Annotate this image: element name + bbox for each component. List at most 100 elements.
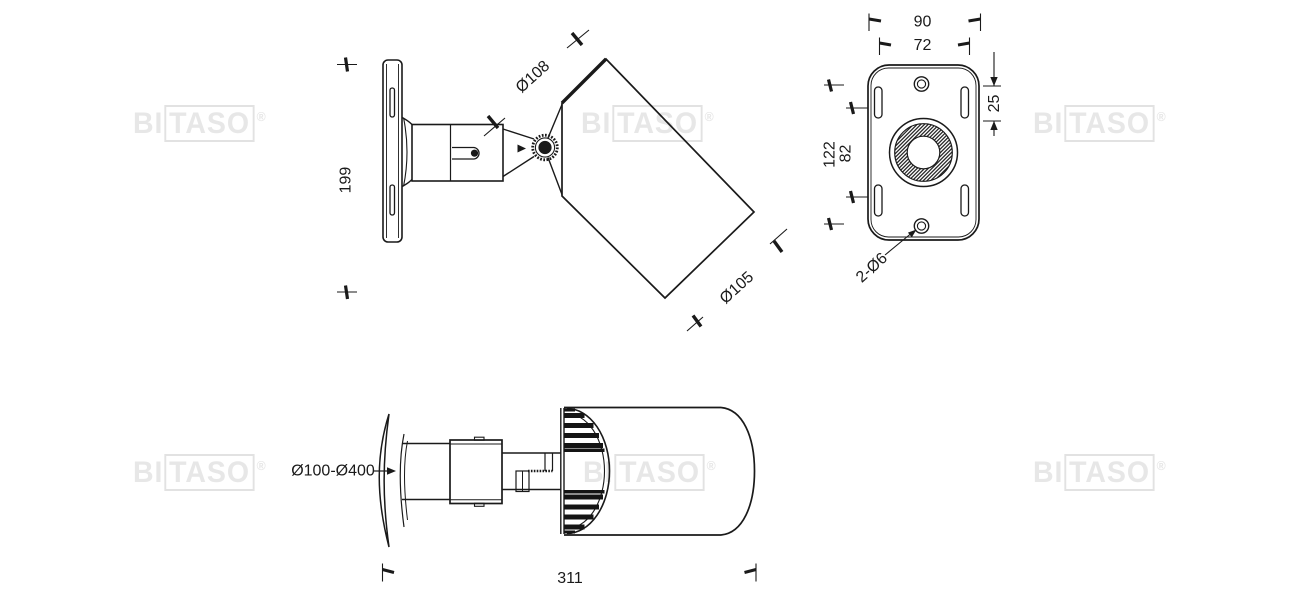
watermark-prefix: BI bbox=[583, 456, 614, 489]
lamp-head-thick-edge bbox=[560, 57, 608, 105]
dim-25-lines bbox=[983, 52, 1001, 136]
dim-label-inner-width: 72 bbox=[914, 37, 932, 54]
knuckle-arm bbox=[502, 128, 535, 178]
mount-cylinder bbox=[411, 123, 504, 182]
watermark-prefix: BI bbox=[133, 107, 164, 140]
back-plate-inner-edge bbox=[870, 67, 977, 238]
lamp-head-outline bbox=[561, 57, 756, 300]
dim-105-ticks bbox=[691, 240, 784, 328]
side-view: 199 Ø108 Ø105 bbox=[337, 29, 788, 332]
knob-center bbox=[541, 144, 549, 151]
dim-105-ext-lines bbox=[686, 228, 788, 332]
yoke-lines bbox=[547, 104, 563, 195]
heatsink-dome-inner bbox=[566, 412, 605, 530]
screw-hole-inner bbox=[916, 221, 927, 231]
back-plate-view: 90 72 25 122 82 2-Ø6 bbox=[822, 13, 1003, 286]
leader-arrow-icon bbox=[907, 229, 917, 238]
watermark-boxed: TASO bbox=[1064, 454, 1155, 491]
heatsink-back-edge bbox=[560, 408, 565, 534]
lamp-body-end-cap bbox=[720, 406, 756, 536]
registered-mark-icon: ® bbox=[256, 458, 266, 473]
dim-122-ext-lines bbox=[824, 84, 844, 225]
screw-hole bbox=[913, 76, 930, 92]
heatsink-fins bbox=[564, 408, 605, 534]
registered-mark-icon: ® bbox=[1156, 458, 1166, 473]
mount-slot bbox=[873, 184, 883, 217]
watermark-prefix: BI bbox=[133, 456, 164, 489]
clamp-box bbox=[449, 439, 503, 505]
knurled-ring bbox=[894, 123, 953, 182]
watermark-boxed: TASO bbox=[1064, 105, 1155, 142]
dim-label-outer-width: 90 bbox=[914, 14, 932, 31]
registered-mark-icon: ® bbox=[1156, 109, 1166, 124]
dim-label-mount-range: Ø100-Ø400 bbox=[291, 463, 375, 480]
pivot-block-lines bbox=[544, 453, 554, 471]
registered-mark-icon: ® bbox=[704, 109, 714, 124]
dim-label-inner-height: 82 bbox=[838, 145, 855, 163]
dim-199-ticks bbox=[343, 57, 350, 300]
plate-slot bbox=[389, 87, 396, 118]
dim-label-plate-height: 199 bbox=[338, 167, 355, 194]
dim-label-head-diameter: Ø108 bbox=[513, 58, 554, 97]
dim-90-ext-lines bbox=[868, 13, 982, 31]
dim-25-arrow-up-icon bbox=[990, 121, 998, 130]
center-bore bbox=[906, 135, 941, 170]
dim-label-slot-length: 25 bbox=[986, 95, 1003, 113]
registered-mark-icon: ® bbox=[706, 458, 716, 473]
knurl-outer-edge bbox=[894, 123, 953, 182]
bell-arc-inner bbox=[404, 440, 408, 521]
heatsink-dome-outer bbox=[566, 407, 611, 535]
watermark-boxed: TASO bbox=[164, 105, 255, 142]
dim-label-outer-height: 122 bbox=[822, 141, 839, 168]
plate-slot bbox=[389, 184, 396, 216]
knob-ring bbox=[534, 137, 556, 158]
pole-clamp-bracket bbox=[378, 413, 390, 548]
dim-311-ext-lines bbox=[381, 563, 757, 582]
clamp-tab bbox=[473, 436, 485, 441]
clamp-tab bbox=[473, 502, 485, 507]
clamp-box-inner-lines bbox=[450, 443, 502, 501]
lamp-body-cylinder bbox=[564, 406, 721, 536]
flare-bell-arc bbox=[402, 117, 408, 187]
bell-arc-outer bbox=[399, 433, 405, 528]
dim-72-ext-lines bbox=[878, 37, 971, 55]
dim-311-ticks bbox=[382, 568, 757, 574]
arm-pointer-icon bbox=[517, 144, 526, 153]
bottom-view: Ø100-Ø400 311 bbox=[291, 406, 757, 587]
dim-82-ticks bbox=[848, 101, 856, 204]
boss-outer-circle bbox=[888, 117, 959, 188]
mount-slot bbox=[960, 184, 970, 217]
screw-hole bbox=[913, 218, 930, 234]
locking-pin bbox=[470, 149, 479, 157]
dim-25-arrow-down-icon bbox=[990, 77, 998, 86]
leader-line bbox=[884, 231, 914, 256]
dim-label-overall-length: 311 bbox=[557, 570, 583, 587]
leader-arrow-icon bbox=[387, 467, 396, 475]
registered-mark-icon: ® bbox=[256, 109, 266, 124]
watermark-prefix: BI bbox=[1033, 456, 1064, 489]
pivot-arm bbox=[502, 452, 561, 491]
dim-label-front-diameter: Ø105 bbox=[717, 269, 758, 308]
wall-plate-edge-lines bbox=[386, 64, 399, 238]
mount-slot bbox=[960, 86, 970, 119]
watermark-prefix: BI bbox=[581, 107, 612, 140]
back-plate-outline bbox=[867, 64, 980, 241]
locking-slot bbox=[452, 146, 480, 160]
dim-82-ext-lines bbox=[846, 107, 868, 198]
wall-plate-side bbox=[382, 59, 403, 243]
dim-108-ticks bbox=[486, 31, 584, 130]
dim-72-ticks bbox=[879, 41, 970, 47]
screw-hole-inner bbox=[916, 79, 927, 89]
watermark-boxed: TASO bbox=[614, 454, 705, 491]
knob-hub bbox=[538, 140, 552, 155]
watermark-boxed: TASO bbox=[164, 454, 255, 491]
knurled-knob bbox=[531, 133, 559, 162]
